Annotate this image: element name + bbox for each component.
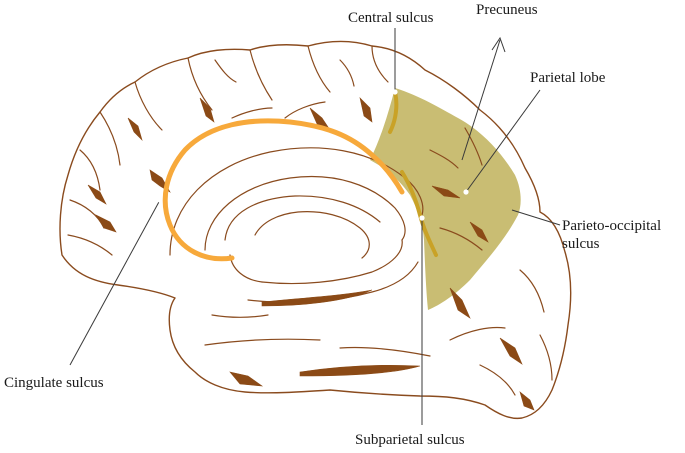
deep-sulcus bbox=[359, 97, 373, 123]
deep-sulcus bbox=[519, 391, 535, 411]
subparietal-sulcus-highlight bbox=[400, 170, 438, 257]
central-sulcus-dot bbox=[392, 89, 398, 95]
fold-line bbox=[187, 57, 213, 111]
inner-arc bbox=[224, 195, 381, 241]
deep-sulcus bbox=[499, 337, 523, 365]
fold-line bbox=[204, 338, 321, 346]
inner-arc bbox=[204, 175, 406, 251]
deep-sulcus bbox=[299, 364, 421, 377]
fold-line bbox=[339, 59, 355, 87]
label-central-sulcus: Central sulcus bbox=[348, 10, 434, 26]
label-parietal-lobe: Parietal lobe bbox=[530, 70, 606, 86]
label-subparietal-sulcus: Subparietal sulcus bbox=[355, 432, 465, 448]
deep-sulcus bbox=[229, 371, 264, 387]
fold-line bbox=[339, 346, 431, 357]
fold-line bbox=[439, 227, 483, 251]
fold-line bbox=[519, 269, 545, 313]
label-cingulate-sulcus: Cingulate sulcus bbox=[4, 375, 104, 391]
fold-line bbox=[429, 149, 459, 169]
inner-arc bbox=[229, 254, 263, 283]
fold-line bbox=[479, 364, 516, 396]
deep-sulcus bbox=[449, 287, 471, 319]
cingulate-sulcus-dot bbox=[157, 197, 163, 203]
fold-line bbox=[284, 101, 326, 119]
fold-line bbox=[214, 59, 237, 83]
fold-line bbox=[249, 49, 273, 101]
deep-sulcus bbox=[199, 97, 215, 123]
deep-sulcus bbox=[431, 185, 461, 199]
label-parieto-occipital-line2: sulcus bbox=[562, 236, 600, 252]
fold-line bbox=[79, 149, 101, 191]
fold-line bbox=[539, 334, 553, 381]
parietal-lobe-leader bbox=[465, 89, 541, 193]
cingulate-sulcus-leader bbox=[69, 199, 161, 366]
parietal-lobe-dot bbox=[463, 189, 469, 195]
corpus-callosum-arc bbox=[169, 147, 424, 256]
fold-line bbox=[99, 111, 121, 166]
fold-line bbox=[371, 45, 389, 83]
deep-sulcus bbox=[127, 117, 143, 142]
label-precuneus: Precuneus bbox=[476, 2, 538, 18]
central-sulcus-highlight bbox=[388, 90, 399, 134]
fold-line bbox=[211, 314, 269, 318]
parieto-occipital-leader bbox=[511, 209, 561, 226]
cingulate-sulcus-highlight bbox=[162, 118, 405, 262]
deep-sulcus bbox=[87, 184, 107, 205]
fold-line bbox=[307, 45, 331, 93]
label-parieto-occipital-line1: Parieto-occipital bbox=[562, 218, 661, 234]
precuneus-arrow-line bbox=[461, 39, 501, 161]
fold-line bbox=[231, 107, 273, 119]
inner-arc bbox=[261, 239, 403, 285]
fold-line bbox=[67, 234, 113, 256]
fold-line bbox=[449, 326, 506, 341]
inner-arc bbox=[254, 211, 370, 259]
precuneus-arrowhead-icon bbox=[491, 36, 506, 53]
deep-sulcus bbox=[261, 289, 373, 307]
subparietal-sulcus-dot bbox=[419, 215, 425, 221]
fold-line bbox=[69, 199, 105, 229]
parietal-region bbox=[370, 88, 521, 310]
deep-sulcus bbox=[469, 221, 489, 243]
fold-line bbox=[134, 81, 163, 131]
fold-line bbox=[464, 127, 483, 166]
deep-sulcus bbox=[95, 214, 117, 233]
